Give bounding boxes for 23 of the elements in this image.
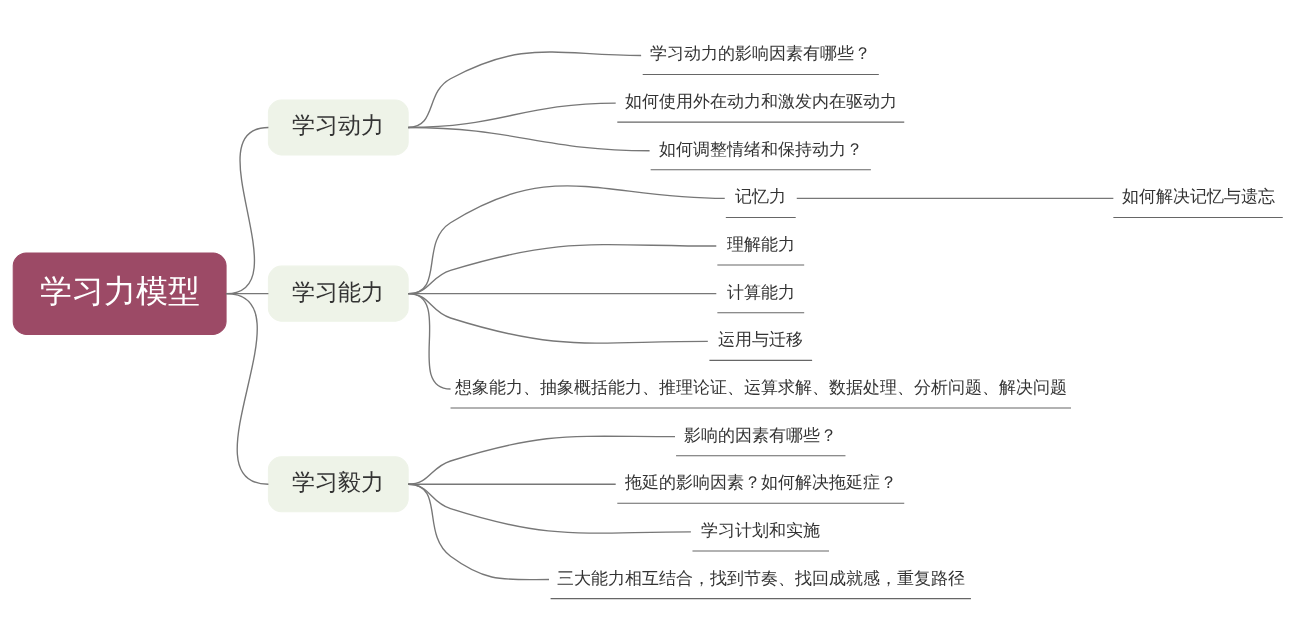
node-box: 学习力模型 [12, 251, 227, 335]
node-box: 学习能力 [267, 265, 409, 322]
node-text: 如何解决记忆与遗忘 [1121, 185, 1275, 206]
node-box: 学习毅力 [267, 455, 409, 512]
node-text: 计算能力 [726, 281, 795, 302]
connector [224, 292, 269, 485]
node-text: 想象能力、抽象概括能力、推理论证、运算求解、数据处理、分析问题、解决问题 [454, 376, 1067, 397]
connector [407, 435, 676, 485]
node-text: 运用与迁移 [717, 328, 803, 349]
node-text: 学习计划和实施 [700, 519, 820, 540]
node-text: 记忆力 [734, 185, 786, 206]
node-text: 理解能力 [726, 233, 795, 254]
node-text: 拖延的影响因素？如何解决拖延症？ [624, 471, 897, 492]
node-text: 如何使用外在动力和激发内在驱动力 [624, 90, 897, 111]
node-box: 学习动力 [267, 98, 409, 155]
node-text: 如何调整情绪和保持动力？ [658, 138, 863, 159]
connector [407, 292, 451, 390]
connector [795, 197, 1114, 199]
connector [407, 126, 650, 151]
connector [407, 483, 550, 580]
node-text: 学习动力的影响因素有哪些？ [649, 42, 871, 63]
node-text: 三大能力相互结合，找到节奏、找回成就感，重复路径 [556, 567, 965, 588]
node-text: 影响的因素有哪些？ [683, 424, 837, 445]
